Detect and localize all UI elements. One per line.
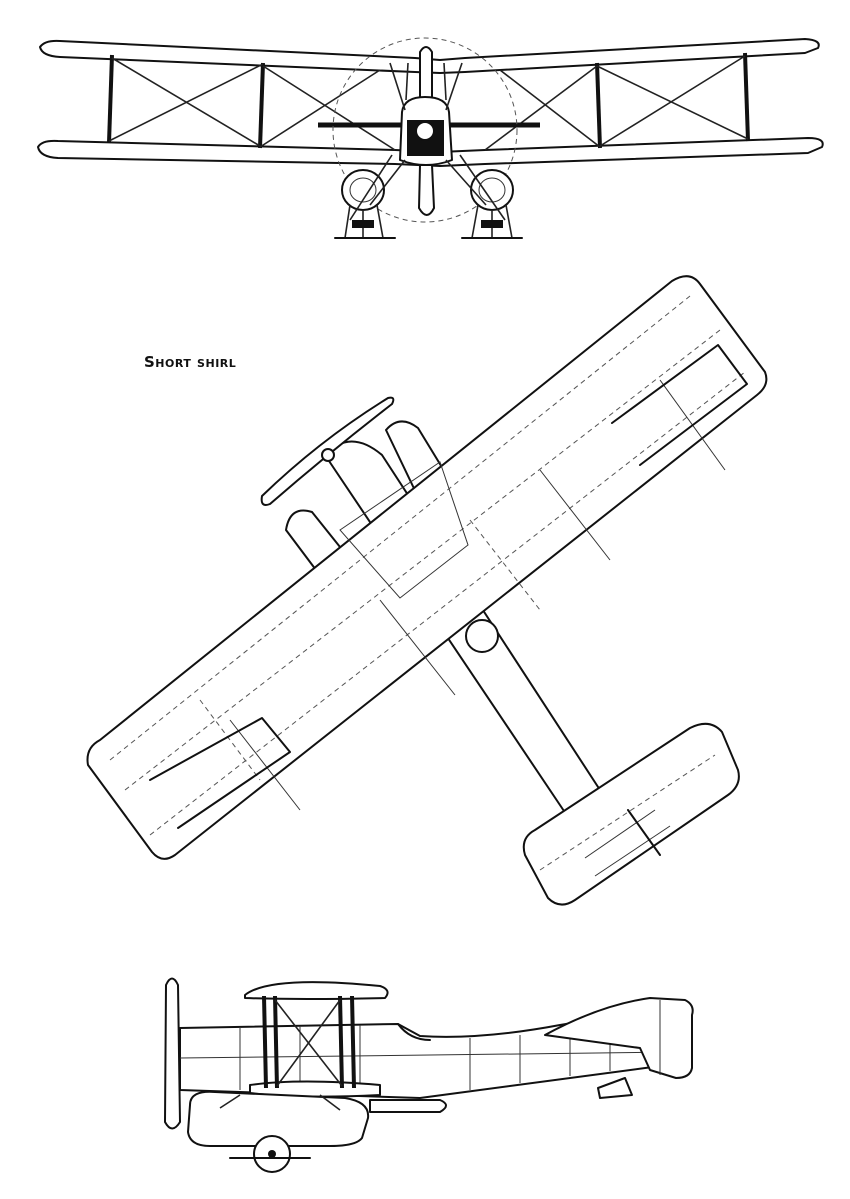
plan-main-wing (86, 275, 768, 860)
plan-aileron (611, 344, 748, 466)
side-view (164, 977, 694, 1173)
side-tail-float (597, 1077, 633, 1099)
plan-wing-ribs (109, 295, 746, 836)
front-left-float (334, 169, 396, 239)
front-bracing-wires (108, 55, 749, 151)
front-right-float (461, 169, 523, 239)
front-strut (743, 52, 750, 142)
propeller-blade (418, 164, 435, 216)
propeller-blade (419, 46, 433, 99)
side-fin (544, 997, 694, 1079)
front-strut (595, 62, 602, 149)
propeller-disc (332, 37, 518, 223)
side-propeller (164, 977, 181, 1130)
front-strut (107, 54, 114, 144)
propeller-hub (415, 121, 435, 141)
side-torpedo (369, 1099, 447, 1113)
front-strut (258, 62, 265, 149)
side-main-float (187, 1090, 370, 1147)
plan-view (86, 275, 768, 906)
aircraft-title: Short shirl (144, 353, 237, 371)
plan-aileron (149, 717, 291, 829)
plan-cockpit (465, 619, 499, 653)
plan-centre-section (339, 461, 469, 599)
front-view (37, 37, 824, 239)
side-cockpit (397, 1023, 431, 1041)
side-upper-wing (244, 981, 389, 1000)
